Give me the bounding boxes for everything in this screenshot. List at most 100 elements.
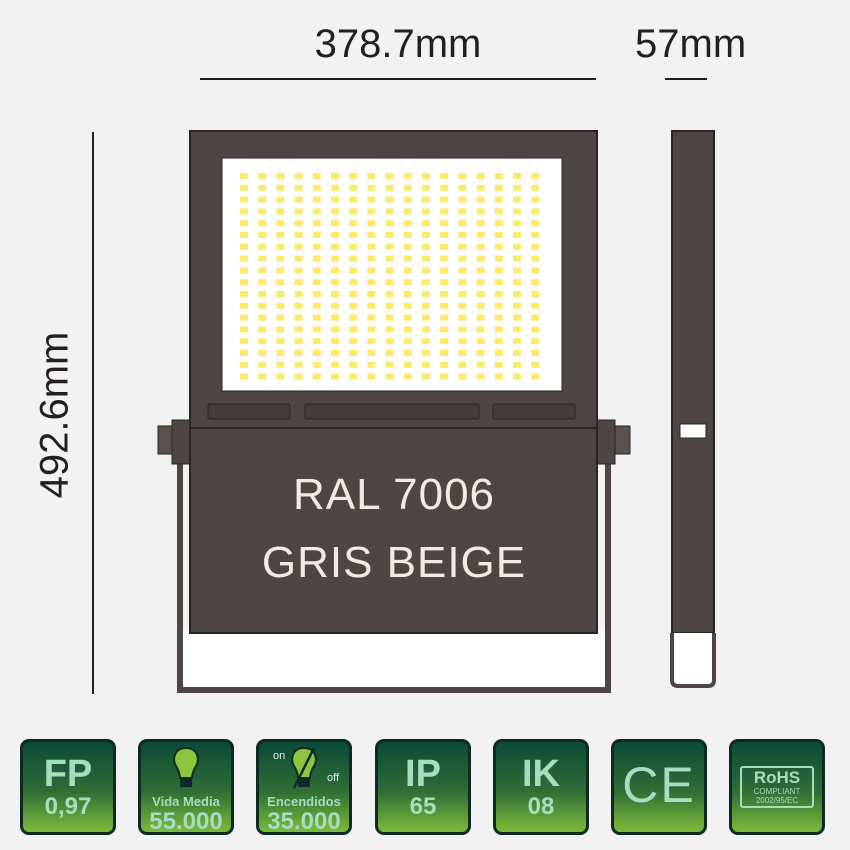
led-chip (367, 291, 376, 297)
led-chip (476, 232, 485, 238)
led-chip (531, 314, 540, 321)
ce-mark-icon: CE (622, 757, 696, 813)
led-chip (531, 184, 540, 191)
led-chip (367, 373, 376, 380)
led-chip (294, 184, 303, 191)
led-chip (385, 267, 394, 274)
led-chip (531, 350, 540, 356)
led-chip (258, 255, 267, 262)
led-chip (531, 373, 540, 380)
led-chip (494, 208, 503, 215)
led-chip (240, 267, 248, 274)
led-chip (513, 302, 521, 309)
badge-switching-cycles: on off Encendidos 35.000 (256, 739, 352, 835)
led-chip (294, 255, 303, 262)
led-chip (349, 184, 358, 191)
rohs-line1: COMPLIANT (753, 787, 801, 796)
led-chip (312, 267, 321, 274)
led-chip (349, 314, 358, 321)
led-chip (258, 173, 267, 179)
led-chip (331, 232, 339, 238)
led-chip (440, 326, 449, 333)
led-chip (349, 361, 358, 368)
led-chip (513, 220, 521, 227)
led-chip (258, 338, 267, 345)
led-chip (458, 302, 467, 309)
led-chip (476, 302, 485, 309)
depth-dimension-label: 57mm (635, 22, 747, 66)
led-chip (385, 232, 394, 238)
led-chip (458, 243, 467, 250)
led-chip (385, 196, 394, 203)
badge-title: Vida Media (152, 794, 220, 809)
led-chip (240, 314, 248, 321)
led-chip (240, 232, 248, 238)
led-chip (476, 196, 485, 203)
led-chip (440, 220, 449, 227)
led-chip (258, 373, 267, 380)
led-chip (385, 350, 394, 356)
led-chip (513, 279, 521, 286)
led-chip (385, 208, 394, 215)
led-chip (440, 267, 449, 274)
vent-slot-left (207, 403, 291, 420)
led-chip (276, 373, 285, 380)
led-chip (494, 184, 503, 191)
led-chip (312, 279, 321, 286)
led-chip (513, 338, 521, 345)
led-chip (494, 302, 503, 309)
led-chip (312, 173, 321, 179)
led-chip (258, 196, 267, 203)
led-chip (494, 220, 503, 227)
led-chip (422, 243, 430, 250)
led-chip (531, 291, 540, 297)
led-chip (513, 350, 521, 356)
led-chip (440, 196, 449, 203)
led-chip (513, 373, 521, 380)
led-chip (294, 173, 303, 179)
led-chip (331, 350, 339, 356)
led-chip (458, 208, 467, 215)
side-view-hinge (679, 423, 707, 439)
led-chip (476, 373, 485, 380)
led-chip (458, 184, 467, 191)
led-chip (312, 208, 321, 215)
led-chip (312, 255, 321, 262)
led-chip (276, 232, 285, 238)
led-chip (440, 243, 449, 250)
led-chip (494, 350, 503, 356)
led-chip (458, 373, 467, 380)
led-chip (276, 302, 285, 309)
led-chip (531, 243, 540, 250)
led-chip (422, 291, 430, 297)
led-chip (531, 208, 540, 215)
led-chip (331, 302, 339, 309)
led-chip (513, 291, 521, 297)
led-chip (349, 267, 358, 274)
led-chip (476, 173, 485, 179)
led-chip (312, 326, 321, 333)
led-chip (258, 302, 267, 309)
floodlight-front-view (157, 130, 716, 693)
badge-title: IP (405, 753, 441, 795)
led-chip (349, 255, 358, 262)
led-chip (240, 255, 248, 262)
led-chip (403, 326, 412, 333)
led-chip (331, 173, 339, 179)
led-chip (240, 184, 248, 191)
led-chip (294, 291, 303, 297)
led-chip (458, 255, 467, 262)
led-chip (458, 267, 467, 274)
width-dimension-line (200, 78, 596, 80)
led-chip (531, 361, 540, 368)
led-chip (403, 279, 412, 286)
badge-ce: CE (611, 739, 707, 835)
led-chip (458, 350, 467, 356)
led-chip (531, 255, 540, 262)
led-chip (458, 291, 467, 297)
led-chip (403, 314, 412, 321)
led-chip (240, 373, 248, 380)
led-chip (513, 208, 521, 215)
led-chip (349, 232, 358, 238)
led-chip (531, 338, 540, 345)
